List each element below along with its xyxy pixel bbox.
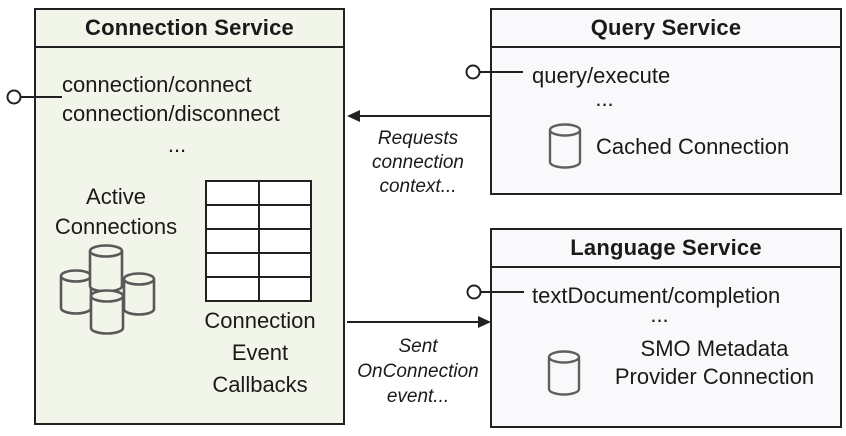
method-query-execute: query/execute bbox=[532, 63, 671, 88]
arrow-sent-onconnection-event bbox=[347, 316, 491, 328]
interface-lollipop-icon bbox=[466, 284, 524, 300]
connection-service-box: Connection Service connection/connect co… bbox=[34, 8, 345, 425]
language-methods-ellipsis: ... bbox=[650, 302, 669, 327]
connection-event-callbacks-label: Connection Event Callbacks bbox=[204, 308, 316, 397]
method-connection-connect: connection/connect bbox=[62, 72, 252, 97]
database-cylinder-icon bbox=[547, 350, 581, 396]
language-service-box: Language Service textDocument/completion… bbox=[490, 228, 842, 428]
database-cluster-icon bbox=[59, 244, 156, 335]
cached-connection-label: Cached Connection bbox=[596, 134, 790, 159]
arrow-requests-connection-context bbox=[347, 110, 492, 122]
interface-lollipop-icon bbox=[465, 64, 523, 80]
sent-onconnection-event-label: Sent OnConnection event... bbox=[357, 336, 479, 407]
smo-metadata-provider-label: SMO Metadata Provider Connection bbox=[614, 336, 815, 389]
method-connection-disconnect: connection/disconnect bbox=[62, 101, 280, 126]
method-textdocument-completion: textDocument/completion bbox=[532, 283, 781, 308]
database-cylinder-icon bbox=[548, 123, 582, 169]
query-service-title: Query Service bbox=[492, 10, 840, 48]
requests-connection-context-label: Requests connection context... bbox=[372, 128, 464, 197]
connection-methods-ellipsis: ... bbox=[167, 132, 187, 157]
query-methods-ellipsis: ... bbox=[595, 86, 614, 111]
table-grid-icon bbox=[205, 180, 312, 302]
connection-service-methods: connection/connect connection/disconnect bbox=[62, 70, 280, 128]
language-service-title: Language Service bbox=[492, 230, 840, 268]
connection-service-title: Connection Service bbox=[36, 10, 343, 48]
query-service-box: Query Service query/execute ... Cached C… bbox=[490, 8, 842, 195]
interface-lollipop-icon bbox=[6, 89, 62, 105]
active-connections-label: Active Connections bbox=[54, 184, 178, 239]
